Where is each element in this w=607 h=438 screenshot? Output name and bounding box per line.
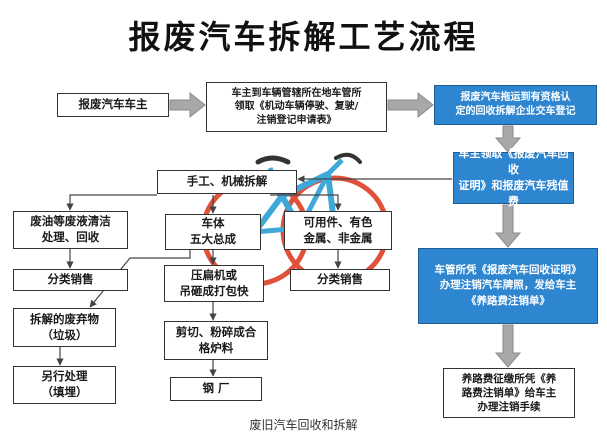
- block-arrows: [169, 91, 522, 368]
- node-waste-oil: 废油等废液清洁 处理、回收: [13, 211, 128, 249]
- node-road-fee-label: 养路费征缴所凭《养 路费注销单》给车主 办理注销手续: [461, 372, 557, 414]
- node-sort-sell-left-label: 分类销售: [47, 272, 94, 287]
- node-cut-crush-label: 剪切、粉碎成合 格炉料: [175, 324, 257, 355]
- block-arrow-apply-to-transport: [387, 91, 434, 119]
- block-arrow-cancel-to-roadfee: [494, 324, 522, 368]
- node-landfill-label: 另行处理 （填埋）: [41, 369, 88, 399]
- page-title: 报废汽车拆解工艺流程: [128, 18, 479, 56]
- node-transport: 报废汽车拖运到有资格认 定的回收拆解企业交车登记: [434, 85, 597, 125]
- block-arrow-certificate-to-cancel: [494, 204, 522, 248]
- node-press: 压扁机或 吊砸成打包快: [164, 265, 264, 302]
- node-sort-sell-right-label: 分类销售: [317, 272, 363, 287]
- node-transport-label: 报废汽车拖运到有资格认 定的回收拆解企业交车登记: [455, 91, 576, 118]
- block-arrow-transport-to-certificate: [494, 125, 522, 153]
- node-press-label: 压扁机或 吊砸成打包快: [179, 267, 249, 298]
- node-vehicle-body: 车体 五大总成: [165, 214, 261, 250]
- node-steel-mill: 钢 厂: [170, 377, 262, 401]
- node-dismantled-waste: 拆解的废弃物 （垃圾）: [13, 308, 116, 347]
- bicycle-handlebar: [334, 152, 362, 164]
- node-dismantle: 手工、机械拆解: [157, 170, 297, 194]
- node-sort-sell-left: 分类销售: [13, 269, 128, 291]
- node-dismantled-waste-label: 拆解的废弃物 （垃圾）: [30, 311, 99, 342]
- node-usable-parts-label: 可用件、有色 金属、非金属: [303, 214, 373, 245]
- node-owner-label: 报废汽车车主: [78, 97, 148, 112]
- node-certificate-label: 车主领取《报废汽车回收 证明》和报废汽车残值费: [458, 147, 569, 208]
- figure-caption: 废旧汽车回收和拆解: [249, 418, 358, 432]
- node-dismantle-label: 手工、机械拆解: [186, 174, 268, 189]
- node-waste-oil-label: 废油等废液清洁 处理、回收: [30, 214, 111, 244]
- node-apply-form-label: 车主到车辆管辖所在地车管所 领取《机动车辆停驶、复驶/ 注销登记申请表》: [231, 87, 362, 126]
- node-cancel-plate-label: 车管所凭《报废汽车回收证明》 办理注销汽车牌照，发给车主 《养路费注销单》: [434, 264, 582, 307]
- node-apply-form: 车主到车辆管辖所在地车管所 领取《机动车辆停驶、复驶/ 注销登记申请表》: [206, 82, 387, 132]
- node-cancel-plate: 车管所凭《报废汽车回收证明》 办理注销汽车牌照，发给车主 《养路费注销单》: [418, 248, 598, 324]
- node-steel-mill-label: 钢 厂: [202, 381, 230, 396]
- node-road-fee: 养路费征缴所凭《养 路费注销单》给车主 办理注销手续: [443, 368, 575, 418]
- node-cut-crush: 剪切、粉碎成合 格炉料: [164, 321, 268, 360]
- bicycle-saddle: [255, 155, 291, 165]
- node-sort-sell-right: 分类销售: [290, 269, 390, 291]
- bicycle-frame: [252, 171, 338, 234]
- node-usable-parts: 可用件、有色 金属、非金属: [284, 211, 392, 250]
- node-landfill: 另行处理 （填埋）: [13, 366, 116, 404]
- block-arrow-owner-to-apply: [169, 91, 206, 119]
- node-certificate: 车主领取《报废汽车回收 证明》和报废汽车残值费: [453, 147, 574, 208]
- node-owner: 报废汽车车主: [57, 93, 169, 117]
- connector-dismantle-split: [66, 194, 157, 211]
- bicycle-handle-stem: [326, 158, 344, 176]
- node-vehicle-body-label: 车体 五大总成: [190, 216, 236, 246]
